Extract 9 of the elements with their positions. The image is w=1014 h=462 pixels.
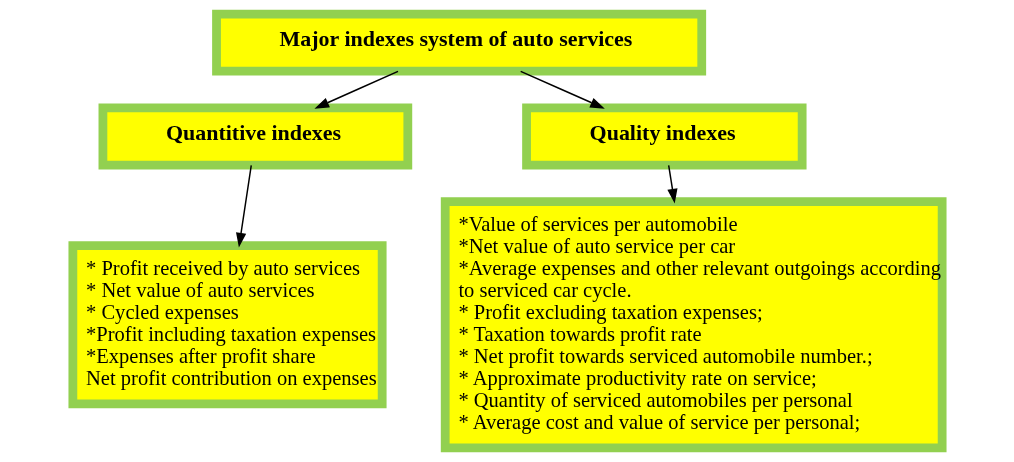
node-box: *Value of services per automobile *Net value of auto service per car *Average expenses and other relevant outgoings according to serviced car cycle. * Profit excluding taxation expenses; * Taxation towards profit rate * Net profit towards serviced automobile number.; * Approximate productivity rate on service; * Quantity of serviced automobiles per personal * Average cost and value of service per personal; (440, 197, 947, 453)
arrow (235, 164, 252, 248)
node-box: Major indexes system of auto services (211, 9, 706, 76)
arrow (519, 70, 605, 109)
node-box: Quality indexes (521, 103, 807, 170)
node-box: * Profit received by auto services * Net value of auto services * Cycled expenses *Profit including taxation expenses *Expenses after profit share Net profit contribution on expenses (67, 241, 387, 409)
arrow (313, 70, 399, 109)
node-box: Quantitive indexes (98, 103, 412, 170)
arrow (666, 164, 677, 204)
